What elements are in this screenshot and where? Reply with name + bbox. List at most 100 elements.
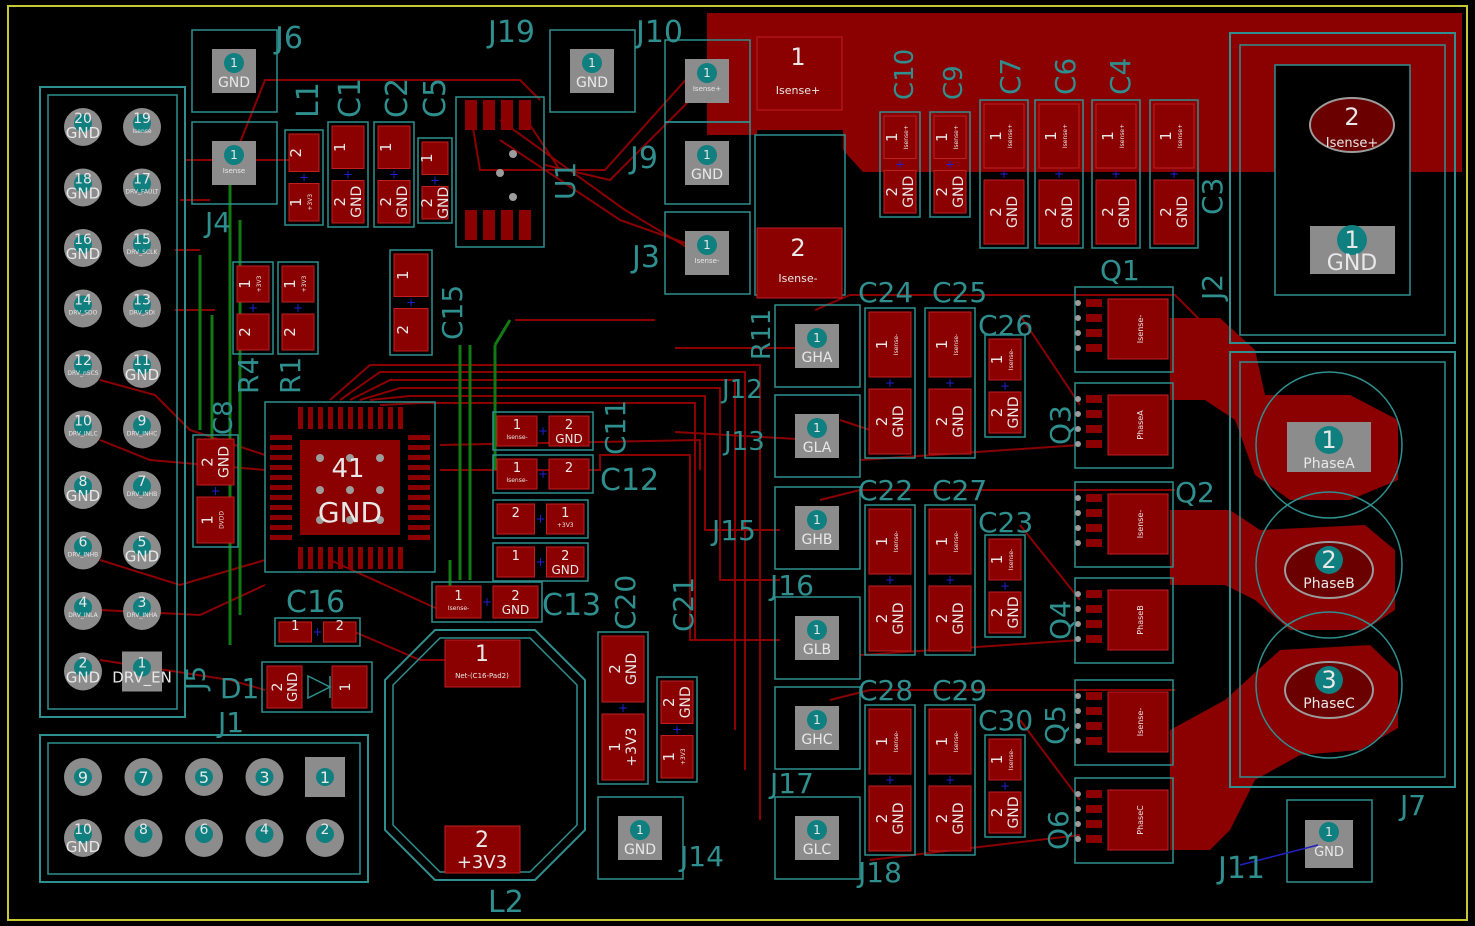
- ref-c5: C5: [418, 78, 453, 118]
- svg-text:+: +: [538, 467, 548, 481]
- svg-text:1: 1: [512, 549, 520, 564]
- svg-text:PhaseA: PhaseA: [1136, 410, 1145, 440]
- svg-text:+: +: [482, 595, 492, 609]
- svg-text:GHC: GHC: [801, 732, 832, 748]
- ref-q3: Q3: [1044, 405, 1077, 445]
- svg-text:1: 1: [873, 737, 891, 747]
- svg-text:PhaseC: PhaseC: [1136, 805, 1145, 835]
- j1-pin-8: 8: [124, 819, 163, 857]
- svg-text:2: 2: [933, 614, 951, 624]
- svg-text:2: 2: [199, 457, 217, 467]
- svg-text:+: +: [406, 296, 416, 310]
- svg-text:1: 1: [418, 153, 436, 163]
- svg-text:GND: GND: [125, 548, 159, 566]
- svg-text:GND: GND: [1175, 196, 1191, 228]
- ref-c29: C29: [932, 674, 987, 707]
- svg-text:2: 2: [331, 197, 349, 207]
- svg-text:1: 1: [933, 537, 951, 547]
- ref-c25: C25: [932, 276, 987, 309]
- svg-text:2: 2: [418, 198, 436, 208]
- ref-c15: C15: [436, 285, 469, 340]
- u1-center-net: GND: [318, 496, 382, 529]
- svg-text:+: +: [1000, 579, 1010, 593]
- inductor-l1: +21+3V3: [284, 129, 324, 226]
- svg-text:GND: GND: [551, 563, 579, 577]
- ref-c26: C26: [978, 309, 1033, 342]
- ref-j18: J18: [856, 856, 902, 889]
- svg-text:1: 1: [281, 279, 299, 289]
- svg-text:+: +: [945, 573, 955, 587]
- svg-text:GHA: GHA: [802, 350, 833, 366]
- svg-text:GND: GND: [66, 124, 100, 142]
- svg-text:DRV_INHB: DRV_INHB: [127, 491, 157, 498]
- svg-text:GND: GND: [901, 176, 917, 208]
- ref-j2: J2: [1196, 274, 1229, 302]
- svg-text:9: 9: [138, 414, 147, 430]
- svg-text:GND: GND: [951, 602, 967, 634]
- svg-text:10: 10: [74, 822, 92, 838]
- svg-text:+: +: [1169, 167, 1179, 181]
- j1-pin-4: 4: [245, 819, 284, 857]
- ref-c24: C24: [858, 276, 913, 309]
- svg-text:+: +: [1000, 379, 1010, 393]
- svg-text:1: 1: [475, 642, 489, 667]
- svg-text:15: 15: [133, 232, 151, 248]
- svg-text:1: 1: [813, 421, 821, 435]
- connector-j1: J1: [39, 706, 369, 883]
- svg-text:DRV_INLA: DRV_INLA: [68, 612, 98, 619]
- svg-text:2: 2: [287, 148, 305, 158]
- terminal-j7: J7: [1229, 351, 1456, 822]
- svg-text:11: 11: [133, 353, 151, 369]
- svg-text:GND: GND: [395, 186, 411, 218]
- svg-text:1: 1: [813, 331, 821, 345]
- svg-text:GND: GND: [286, 672, 301, 702]
- svg-text:+: +: [389, 168, 399, 182]
- ref-q6: Q6: [1042, 810, 1075, 850]
- svg-text:2: 2: [988, 808, 1006, 818]
- svg-text:2: 2: [1321, 546, 1336, 574]
- mosfet-q2: Isense-: [1074, 481, 1174, 568]
- svg-text:2: 2: [561, 549, 569, 564]
- svg-text:+: +: [535, 555, 545, 569]
- svg-text:DRV_INHB: DRV_INHB: [68, 552, 98, 559]
- svg-text:+3V3: +3V3: [624, 727, 640, 766]
- svg-text:GLA: GLA: [803, 440, 832, 456]
- svg-text:2: 2: [377, 197, 395, 207]
- svg-text:1: 1: [933, 737, 951, 747]
- svg-text:1: 1: [813, 713, 821, 727]
- svg-text:+: +: [945, 158, 955, 172]
- j1-pin-2: 2: [306, 819, 344, 857]
- svg-text:7: 7: [138, 474, 147, 490]
- ref-u1: U1: [549, 162, 582, 200]
- svg-text:2: 2: [565, 461, 573, 476]
- svg-text:Isense-: Isense-: [506, 477, 527, 484]
- ref-l2: L2: [488, 885, 524, 920]
- j1-pin-3: 3: [245, 758, 284, 796]
- svg-text:GND: GND: [66, 838, 100, 856]
- svg-text:1: 1: [703, 148, 711, 162]
- svg-text:+: +: [945, 773, 955, 787]
- svg-text:5: 5: [199, 768, 209, 787]
- svg-text:Isense-: Isense-: [1136, 510, 1145, 539]
- svg-text:+: +: [885, 573, 895, 587]
- svg-text:1: 1: [988, 755, 1006, 765]
- ref-c30: C30: [978, 704, 1033, 737]
- svg-text:2: 2: [988, 608, 1006, 618]
- svg-text:1: 1: [138, 656, 147, 672]
- svg-text:2: 2: [565, 418, 573, 433]
